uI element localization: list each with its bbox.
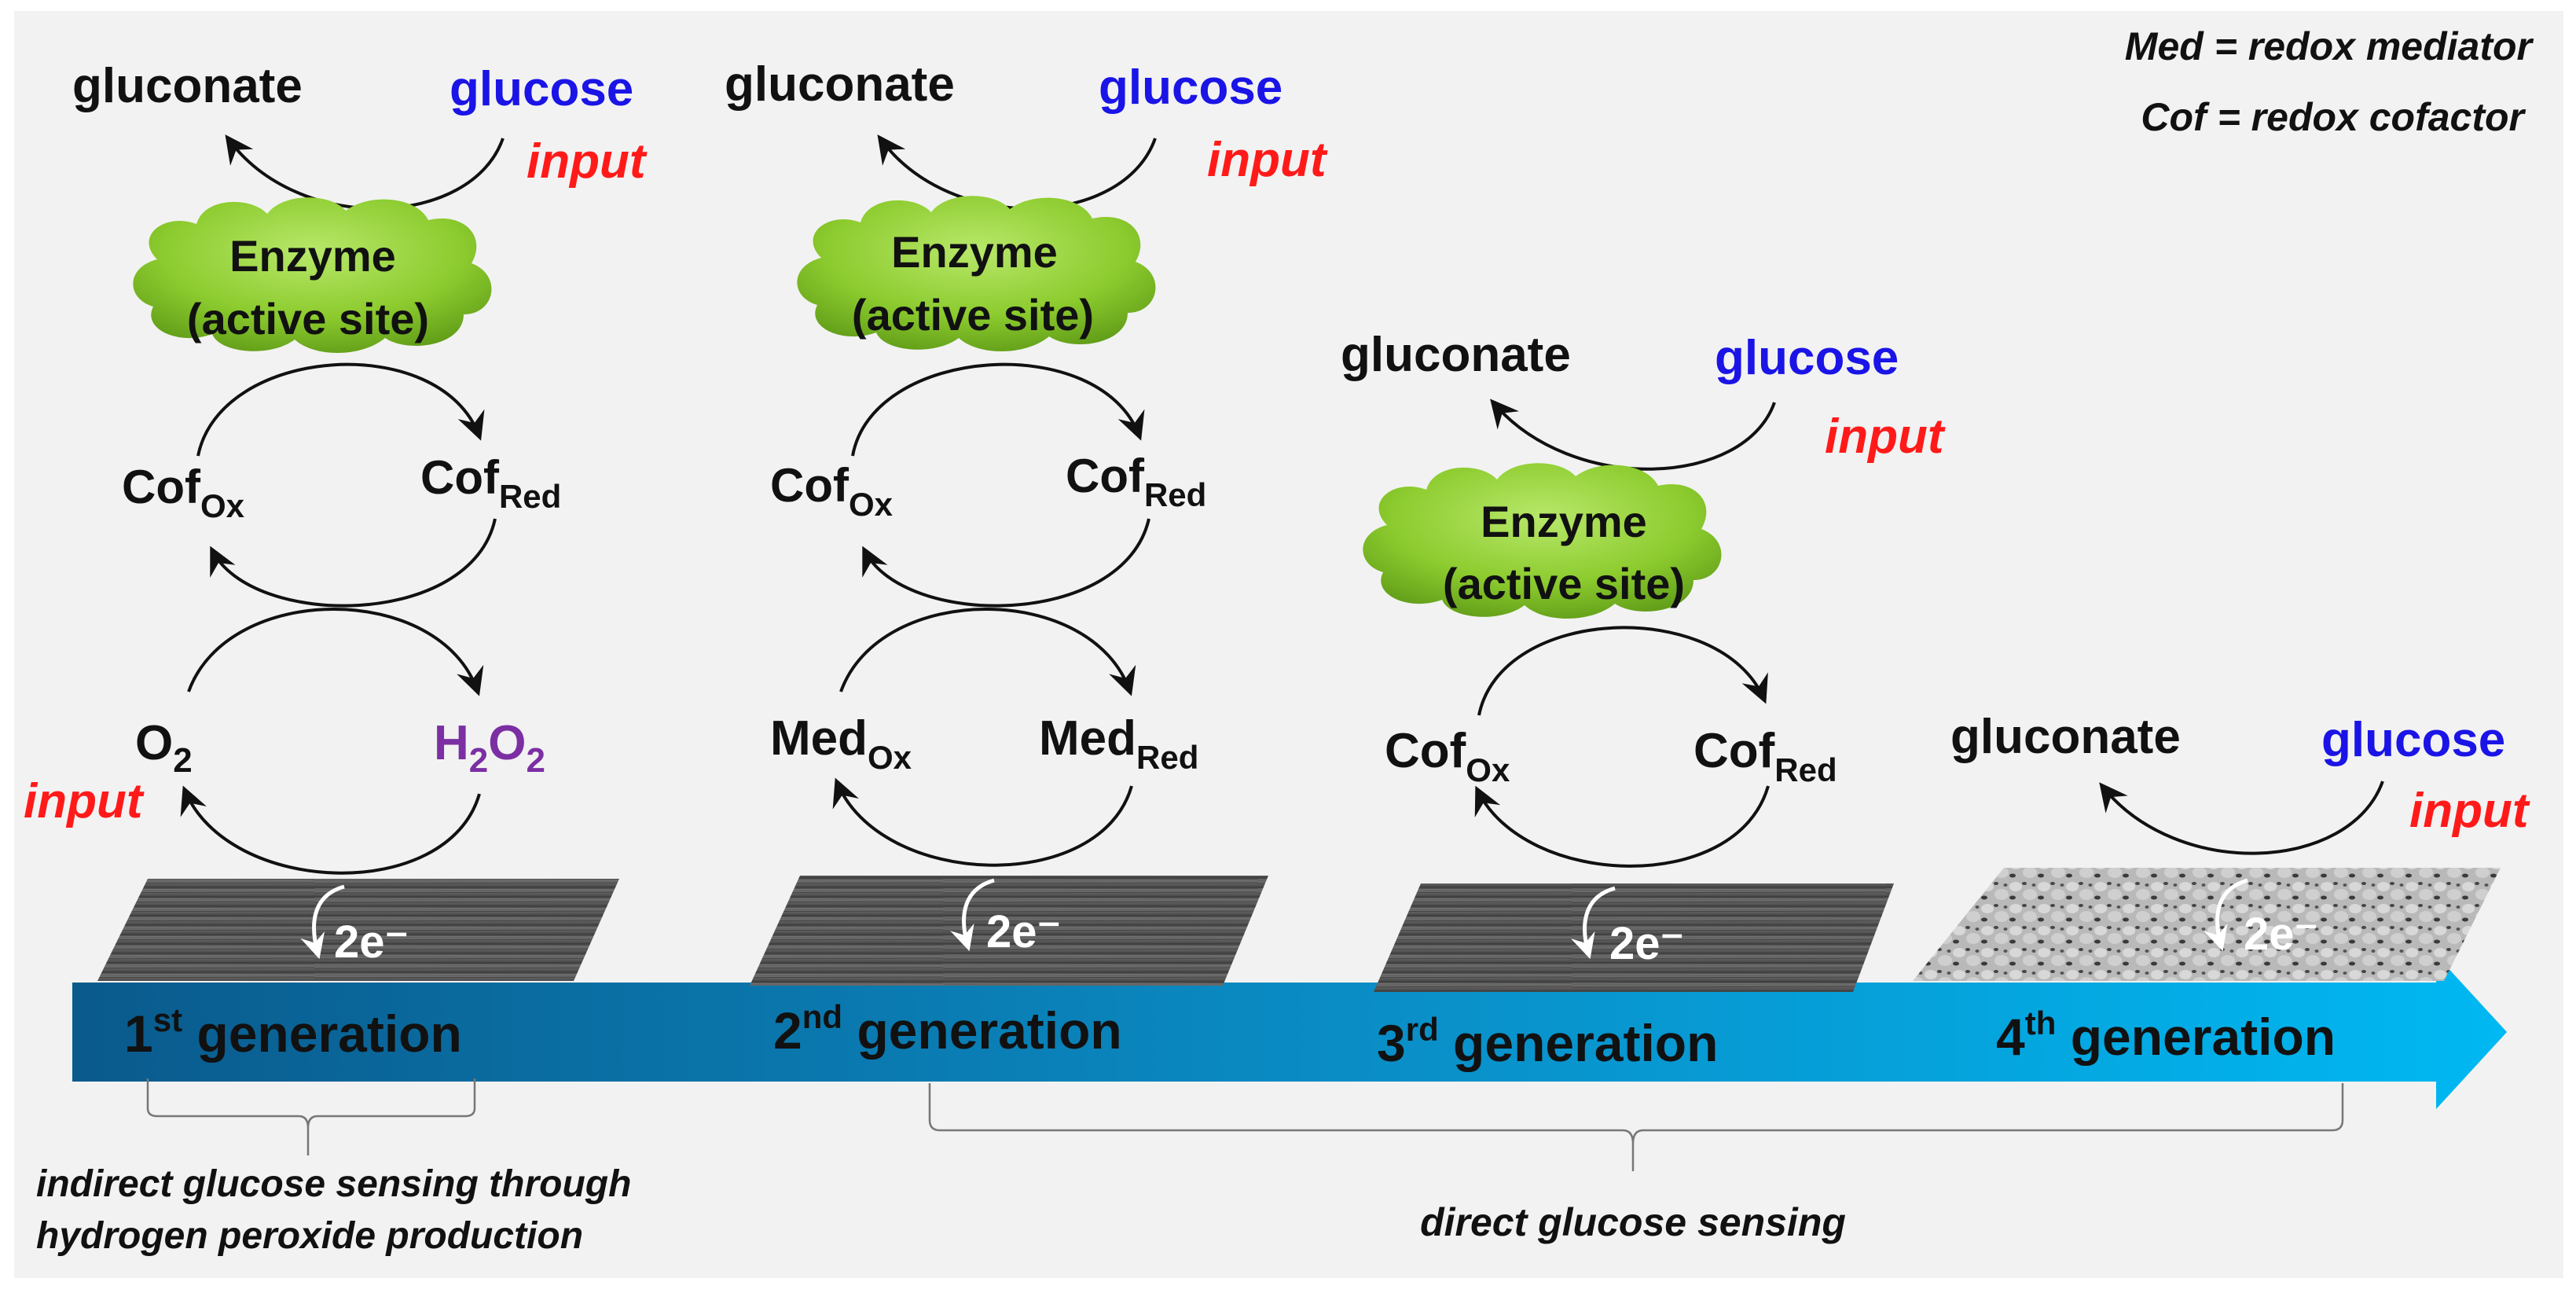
gen4-gluconate-label: gluconate	[1950, 710, 2181, 764]
legend-cof: Cof = redox cofactor	[2141, 95, 2526, 139]
gen2-input-label: input	[1207, 133, 1328, 187]
gen1-o2-label: O2	[135, 716, 193, 780]
indirect-caption-line2: hydrogen peroxide production	[36, 1215, 583, 1257]
gen2-glucose-arc	[877, 134, 1157, 211]
gen2-enzyme-label-1: Enzyme	[891, 227, 1058, 277]
gen3-electrons-label: 2e⁻	[1609, 918, 1684, 969]
gen2-med-upper-arc	[839, 608, 1136, 696]
gen2-glucose-label: glucose	[1099, 61, 1282, 115]
direct-bracket	[928, 1083, 2344, 1171]
gen2-med-red: MedRed	[1039, 711, 1198, 776]
gen3-cof-red: CofRed	[1693, 724, 1837, 788]
gen3-electron-arrow	[1570, 886, 1616, 960]
electrode-gen2	[750, 876, 1268, 986]
gen1-o2-input-label: input	[24, 774, 145, 828]
gen2-electrons-label: 2e⁻	[986, 906, 1061, 957]
gen4-electron-arrow	[2203, 878, 2248, 952]
gen3-glucose-label: glucose	[1715, 331, 1899, 385]
gen1-o2-upper-arc	[187, 608, 484, 696]
gen3-cof-ox: CofOx	[1385, 724, 1510, 788]
gen3-title: 3rd generation	[1377, 1011, 1718, 1072]
gen1-cof-red: CofRed	[420, 451, 561, 515]
gen1-enzyme-label-1: Enzyme	[229, 231, 396, 281]
gen1-input-label: input	[527, 134, 648, 189]
gen1-cof-lower-arc	[210, 518, 497, 608]
gen3-glucose-arc	[1490, 399, 1776, 471]
gen2-cof-red: CofRed	[1066, 450, 1206, 513]
gen2-cof-ox: CofOx	[770, 459, 894, 523]
gen4-electrons-label: 2e⁻	[2244, 909, 2318, 960]
direct-caption: direct glucose sensing	[1420, 1200, 1846, 1244]
gen2-med-ox: MedOx	[770, 711, 912, 776]
gen1-h2o2-label: H2O2	[434, 716, 545, 780]
gen4-input-label: input	[2409, 784, 2530, 838]
electrode-gen3	[1374, 883, 1894, 992]
gen2-cof-upper-arc	[851, 362, 1145, 457]
gen1-cof-ox: CofOx	[122, 461, 245, 524]
gen3-enzyme-cloud	[1363, 463, 1722, 619]
gen2-enzyme-label-2: (active site)	[852, 290, 1094, 340]
gen1-gluconate-label: gluconate	[72, 59, 303, 113]
gen3-enzyme-label-1: Enzyme	[1481, 497, 1647, 546]
gen1-glucose-label: glucose	[450, 62, 633, 116]
gen3-gluconate-label: gluconate	[1341, 328, 1571, 382]
gen2-enzyme-cloud	[797, 196, 1156, 352]
gen2-title: 2nd generation	[773, 998, 1122, 1060]
electrode-gen4	[1913, 868, 2501, 981]
gen1-enzyme-cloud	[133, 197, 492, 354]
gen4-glucose-label: glucose	[2321, 713, 2505, 767]
gen4-title: 4th generation	[1996, 1005, 2336, 1066]
gen2-cof-lower-arc	[862, 518, 1150, 608]
gen1-cof-upper-arc	[196, 362, 485, 457]
legend-med: Med = redox mediator	[2125, 24, 2534, 68]
indirect-bracket	[146, 1078, 476, 1155]
gen1-glucose-arc	[225, 134, 505, 211]
gen2-gluconate-label: gluconate	[725, 57, 955, 112]
gen1-enzyme-label-2: (active site)	[187, 294, 429, 343]
gen1-electrons-label: 2e⁻	[334, 916, 409, 968]
gen2-electron-arrow	[949, 878, 995, 952]
gen1-o2-lower-arc	[180, 785, 481, 875]
gen3-input-label: input	[1825, 410, 1946, 464]
gen4-glucose-arc	[2099, 781, 2384, 855]
timeline-arrow	[72, 955, 2507, 1109]
gen1-title: 1st generation	[124, 1001, 462, 1063]
electrode-gen1	[97, 879, 619, 981]
gen3-enzyme-label-2: (active site)	[1443, 559, 1685, 608]
gen2-med-lower-arc	[832, 777, 1133, 867]
gen1-electron-arrow	[300, 884, 345, 960]
gen3-cof-lower-arc	[1474, 785, 1770, 868]
gen3-cof-upper-arc	[1477, 626, 1768, 716]
indirect-caption-line1: indirect glucose sensing through	[36, 1163, 631, 1205]
